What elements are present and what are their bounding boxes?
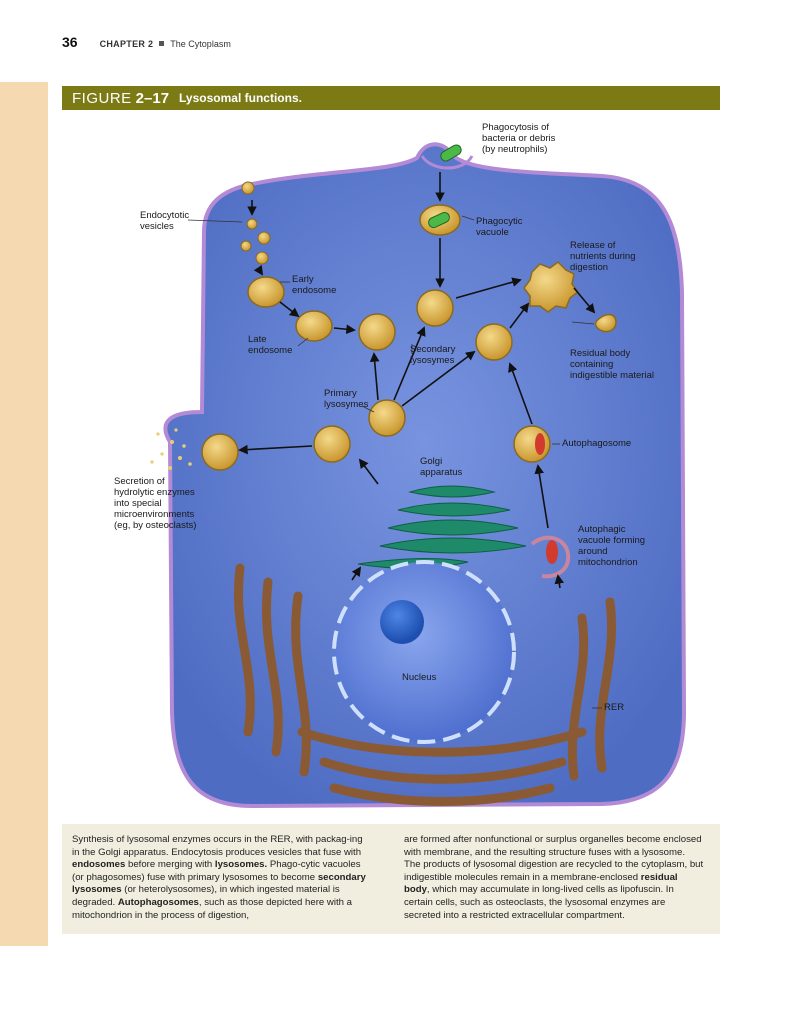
- page-number: 36: [62, 34, 78, 50]
- caption-bold-term: Autophagosomes: [117, 896, 199, 908]
- label-phagocytic-vacuole: Phagocytic vacuole: [476, 216, 523, 238]
- separator-square-icon: [159, 41, 165, 46]
- residual-body: [594, 313, 617, 333]
- bacterium: [440, 144, 462, 162]
- caption-text: before merging with: [125, 859, 215, 871]
- secondary-lysosome: [358, 313, 396, 351]
- mitochondrion: [535, 433, 545, 455]
- label-endocytotic-vesicles: Endocytotic vesicles: [140, 210, 190, 232]
- leader-lines: [187, 215, 602, 709]
- autophagic-membrane: [530, 535, 571, 579]
- running-head: 36 CHAPTER 2 The Cytoplasm: [62, 34, 231, 54]
- phagocytosis-cup: [420, 155, 474, 170]
- cell-illustration: [150, 142, 687, 809]
- late-endosome: [295, 310, 333, 342]
- caption-bold-term: endosomes: [72, 859, 126, 871]
- secondary-lysosome: [416, 289, 454, 327]
- rer: [233, 563, 617, 806]
- label-autophagosome: Autophagosome: [562, 438, 632, 449]
- nucleolus: [380, 600, 424, 644]
- label-autophagic-vacuole: Autophagic vacuole forming around mitoch…: [578, 524, 646, 568]
- mitochondrion-forming: [546, 540, 558, 564]
- label-nucleus: Nucleus: [402, 672, 437, 683]
- caption-bold-term: lysosomes.: [214, 859, 268, 871]
- caption-text: , which may accumulate in long-lived cel…: [404, 884, 674, 921]
- endocytotic-vesicle: [257, 231, 271, 245]
- label-secondary-lysosymes: Secondary lysosymes: [410, 344, 456, 366]
- figure-number: 2–17: [135, 89, 170, 107]
- page-side-strip: [0, 82, 48, 946]
- caption-text: are formed after nonfunctional or surplu…: [404, 834, 704, 883]
- chapter-label: CHAPTER 2: [99, 39, 154, 49]
- figure-banner: FIGURE 2–17 Lysosomal functions.: [62, 86, 720, 110]
- endocytotic-vesicle: [240, 240, 252, 252]
- chapter-title: The Cytoplasm: [170, 39, 231, 49]
- caption-text: , such as those depicted here with a mit…: [72, 896, 352, 921]
- vacuole-bacterium: [428, 211, 450, 229]
- label-rer: RER: [604, 702, 625, 713]
- early-endosome: [247, 276, 285, 308]
- label-early-endosome: Early endosome: [292, 274, 337, 296]
- caption-text: Synthesis of lysosomal enzymes occurs in…: [72, 834, 363, 858]
- figure-caption: Synthesis of lysosomal enzymes occurs in…: [62, 824, 720, 934]
- label-residual-body: Residual body containing indigestible ma…: [570, 348, 654, 381]
- caption-text: (or heterolysosomes), in which ingested …: [72, 884, 340, 908]
- caption-text: Phago-cytic vacuoles (or phagosomes) fus…: [72, 859, 361, 883]
- label-golgi: Golgi apparatus: [420, 456, 463, 478]
- endocytotic-vesicle: [241, 181, 255, 195]
- pathway-arrows: [238, 172, 596, 589]
- caption-right-column: are formed after nonfunctional or surplu…: [404, 834, 704, 922]
- secretion-vesicle: [201, 433, 239, 471]
- caption-left-column: Synthesis of lysosomal enzymes occurs in…: [72, 834, 372, 922]
- secondary-lysosome: [475, 323, 513, 361]
- digesting-body: [523, 261, 580, 313]
- label-phagocytosis: Phagocytosis of bacteria or debris (by n…: [482, 122, 556, 155]
- nucleus: [332, 560, 516, 744]
- label-late-endosome: Late endosome: [248, 334, 293, 356]
- figure-title: Lysosomal functions.: [179, 91, 302, 105]
- secreted-enzymes: [150, 428, 192, 470]
- lysosome-diagram: Phagocytosis of bacteria or debris (by n…: [62, 112, 720, 820]
- caption-bold-term: residual body: [404, 871, 678, 896]
- endocytotic-vesicle: [255, 251, 269, 265]
- label-primary-lysosymes: Primary lysosymes: [324, 388, 369, 410]
- primary-lysosome: [368, 399, 406, 437]
- caption-bold-term: secondary lysosomes: [72, 871, 366, 896]
- endocytotic-vesicle: [246, 218, 258, 230]
- label-secretion: Secretion of hydrolytic enzymes into spe…: [114, 476, 197, 531]
- primary-lysosome: [313, 425, 351, 463]
- label-release-nutrients: Release of nutrients during digestion: [570, 240, 636, 273]
- figure-label: FIGURE: [72, 89, 132, 107]
